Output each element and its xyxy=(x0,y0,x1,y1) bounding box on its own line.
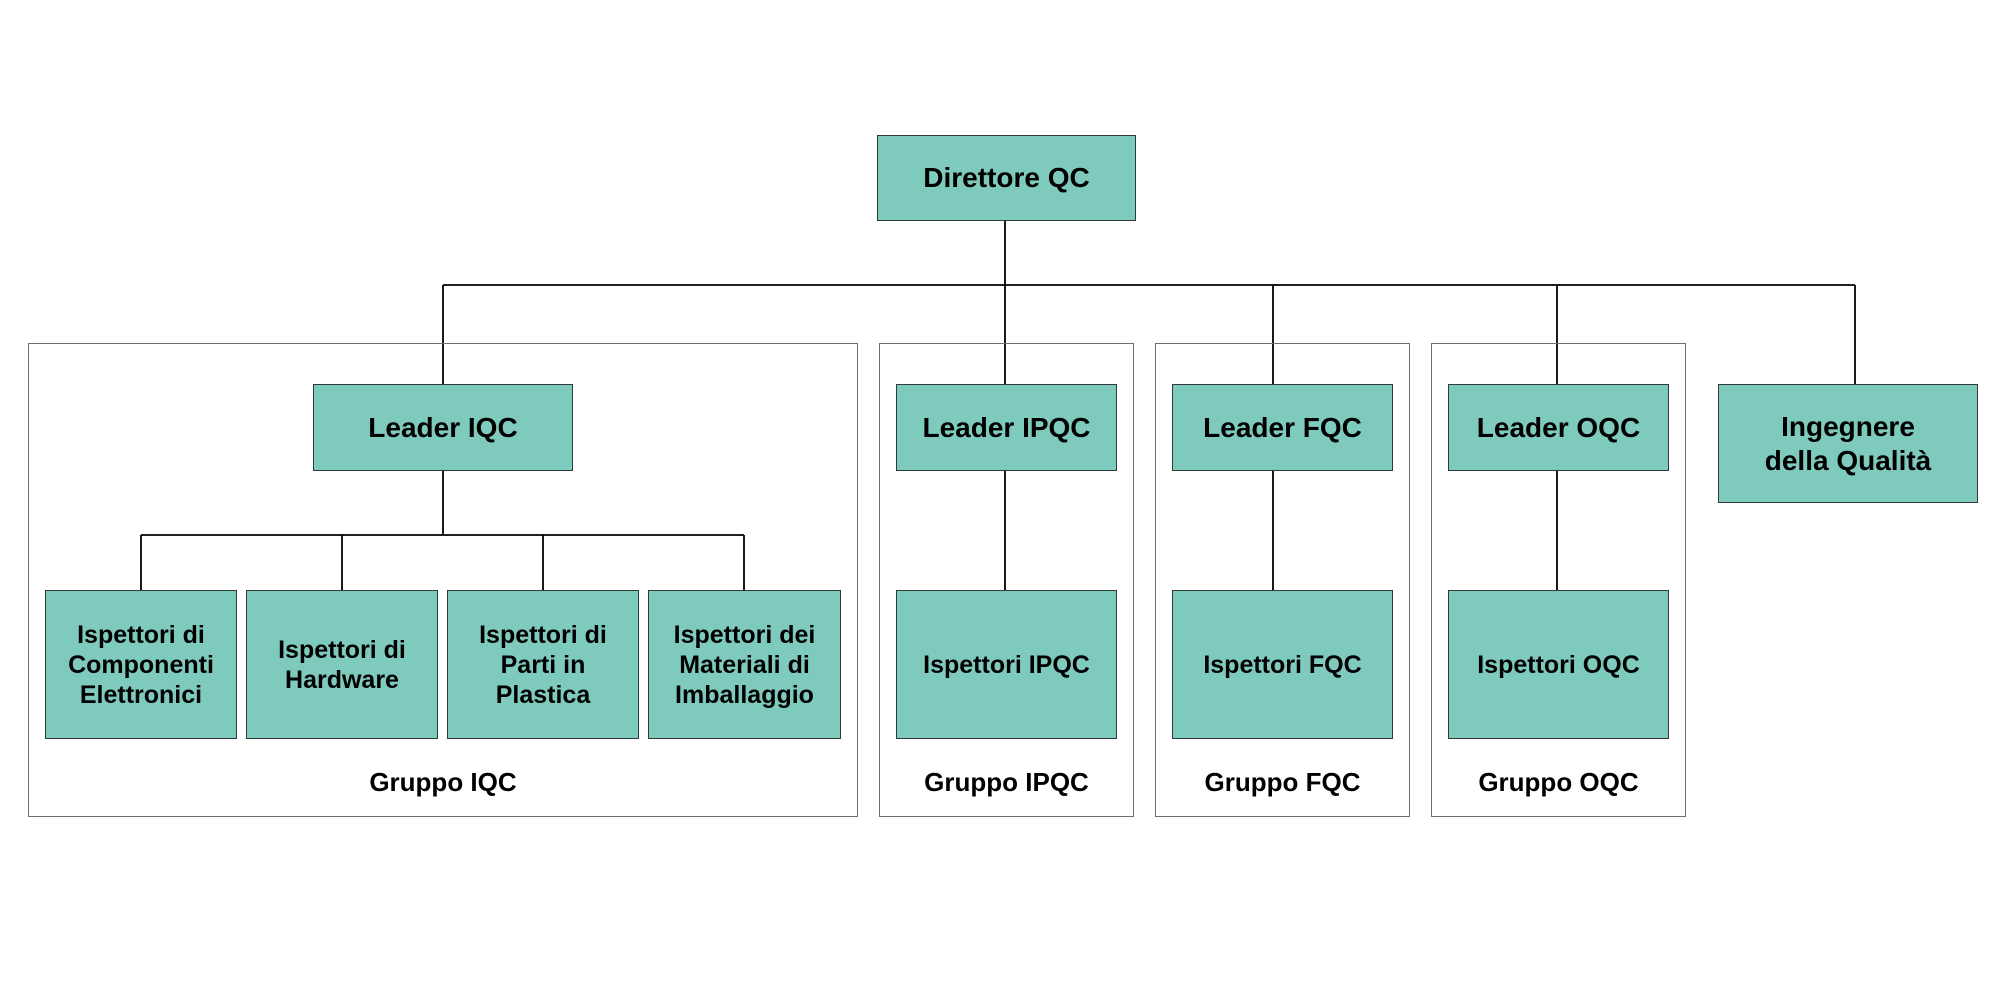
node-quality-engineer-label: Ingegnere della Qualità xyxy=(1764,410,1932,476)
node-leader-ipqc-label: Leader IPQC xyxy=(922,411,1091,443)
node-oqc-member: Ispettori OQC xyxy=(1448,590,1669,739)
group-label-ipqc: Gruppo IPQC xyxy=(924,767,1089,797)
group-label-fqc: Gruppo FQC xyxy=(1204,767,1361,797)
node-leader-fqc-label: Leader FQC xyxy=(1203,411,1362,443)
group-label-iqc: Gruppo IQC xyxy=(369,767,517,797)
group-frame-oqc xyxy=(1431,343,1686,817)
group-frame-ipqc xyxy=(879,343,1134,817)
node-ipqc-member-label: Ispettori IPQC xyxy=(923,650,1090,679)
node-ipqc-member: Ispettori IPQC xyxy=(896,590,1117,739)
node-iqc-member-1-label: Ispettori di Componenti Elettronici xyxy=(68,620,214,709)
node-leader-iqc: Leader IQC xyxy=(313,384,573,471)
node-leader-fqc: Leader FQC xyxy=(1172,384,1393,471)
node-quality-engineer: Ingegnere della Qualità xyxy=(1718,384,1978,503)
node-iqc-member-2-label: Ispettori di Hardware xyxy=(278,635,406,694)
node-fqc-member: Ispettori FQC xyxy=(1172,590,1393,739)
node-oqc-member-label: Ispettori OQC xyxy=(1477,650,1640,679)
node-leader-iqc-label: Leader IQC xyxy=(368,411,518,443)
node-iqc-member-4-label: Ispettori dei Materiali di Imballaggio xyxy=(673,620,816,709)
node-fqc-member-label: Ispettori FQC xyxy=(1203,650,1362,679)
group-frame-fqc xyxy=(1155,343,1410,817)
group-label-oqc: Gruppo OQC xyxy=(1478,767,1639,797)
node-iqc-member-3-label: Ispettori di Parti in Plastica xyxy=(479,620,607,709)
node-iqc-member-2: Ispettori di Hardware xyxy=(246,590,438,739)
node-leader-oqc: Leader OQC xyxy=(1448,384,1669,471)
node-leader-ipqc: Leader IPQC xyxy=(896,384,1117,471)
group-frame-iqc xyxy=(28,343,858,817)
node-iqc-member-1: Ispettori di Componenti Elettronici xyxy=(45,590,237,739)
node-director-qc: Direttore QC xyxy=(877,135,1136,221)
node-leader-oqc-label: Leader OQC xyxy=(1476,411,1641,443)
node-iqc-member-3: Ispettori di Parti in Plastica xyxy=(447,590,639,739)
node-iqc-member-4: Ispettori dei Materiali di Imballaggio xyxy=(648,590,841,739)
node-director-qc-label: Direttore QC xyxy=(923,162,1090,194)
